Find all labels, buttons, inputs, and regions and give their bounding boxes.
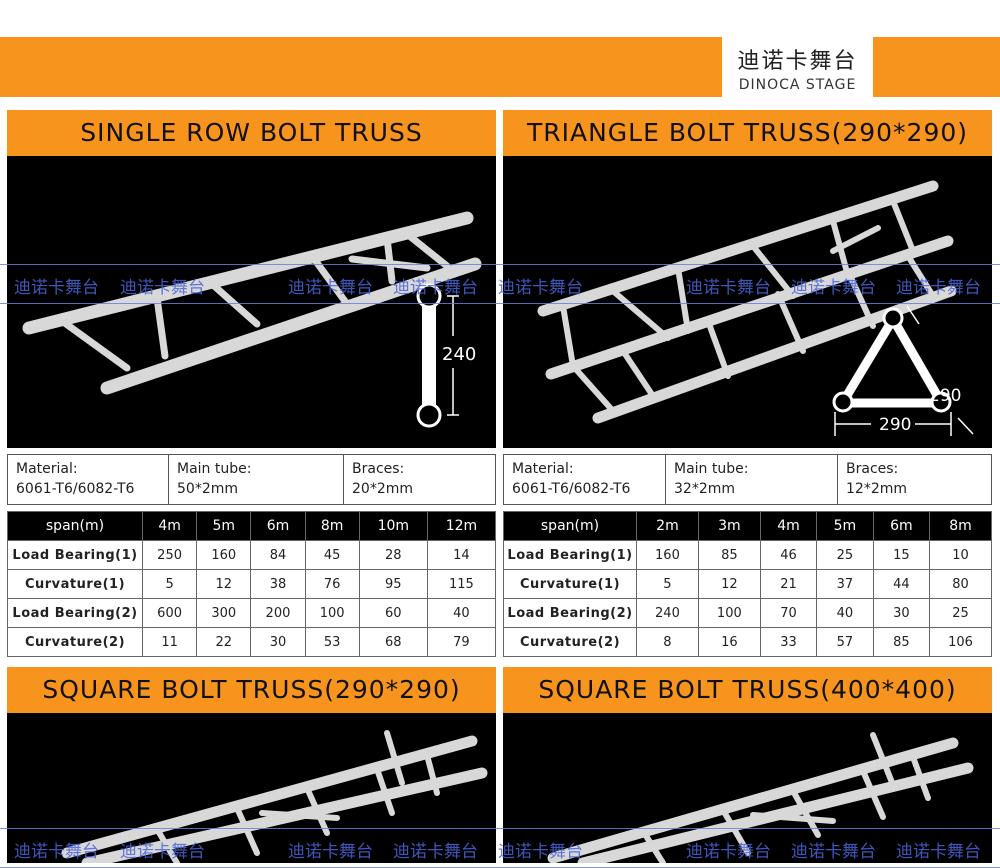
height-label: 240: [442, 344, 476, 365]
brand-name-en: DINOCA STAGE: [738, 77, 857, 93]
main-tube-cell: Main tube:50*2mm: [169, 455, 344, 504]
panel-title: TRIANGLE BOLT TRUSS(290*290): [503, 110, 992, 156]
brand-name-cn: 迪诺卡舞台: [737, 49, 858, 74]
square-400-truss-drawing: [547, 732, 974, 863]
truss-image: [7, 713, 496, 863]
single-row-truss-drawing: 240: [22, 211, 482, 428]
truss-image: 290 290: [503, 156, 992, 448]
height-diagram: [416, 283, 459, 428]
triangle-truss-drawing: 290 290: [537, 180, 974, 436]
braces-cell: Braces:12*2mm: [846, 461, 907, 497]
square-290-truss-drawing: [61, 730, 488, 863]
material-cell: Material:6061-T6/6082-T6: [8, 455, 169, 504]
material-cell: Material:6061-T6/6082-T6: [504, 455, 666, 504]
panel-triangle: TRIANGLE BOLT TRUSS(290*290): [503, 110, 992, 657]
spec-row: Material:6061-T6/6082-T6 Main tube:50*2m…: [7, 454, 496, 505]
side-label: 290: [929, 386, 961, 406]
base-label: 290: [879, 415, 911, 435]
truss-image: [503, 713, 992, 863]
brand-logo: 迪诺卡舞台 DINOCA STAGE: [722, 37, 873, 97]
panel-title: SQUARE BOLT TRUSS(400*400): [503, 667, 992, 713]
panel-title: SQUARE BOLT TRUSS(290*290): [7, 667, 496, 713]
panel-square-290: SQUARE BOLT TRUSS(290*290): [7, 667, 496, 863]
truss-image: 240: [7, 156, 496, 448]
braces-cell: Braces:20*2mm: [352, 461, 413, 497]
panel-single-row: SINGLE ROW BOLT TRUSS: [7, 110, 497, 657]
main-tube-cell: Main tube:32*2mm: [666, 455, 838, 504]
spec-row: Material:6061-T6/6082-T6 Main tube:32*2m…: [503, 454, 992, 505]
section-diagram: [832, 305, 974, 436]
panel-title: SINGLE ROW BOLT TRUSS: [7, 110, 496, 156]
panel-square-400: SQUARE BOLT TRUSS(400*400): [503, 667, 992, 863]
